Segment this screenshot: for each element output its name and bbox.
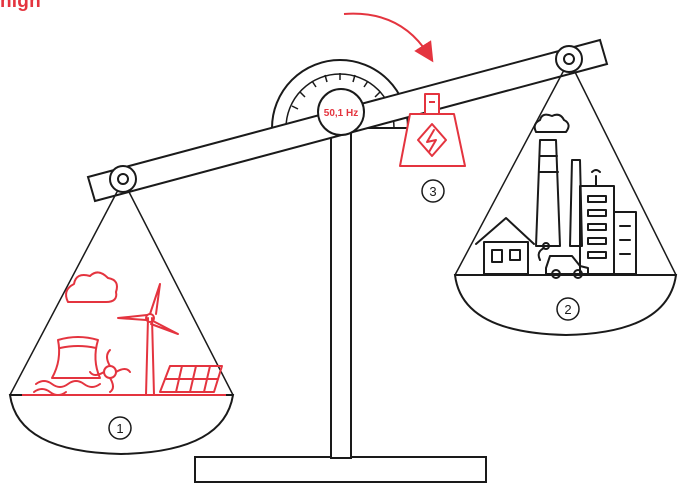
house-icon <box>476 218 534 274</box>
supply-marker-number: 1 <box>116 421 123 436</box>
demand-marker: 2 <box>557 298 579 320</box>
scale-base <box>195 457 486 482</box>
water-waves-icon <box>36 381 100 387</box>
weight-marker: 3 <box>422 180 444 202</box>
tilt-arrow-icon <box>344 14 428 54</box>
frequency-label: 50,1 Hz <box>324 108 358 119</box>
right-pivot <box>556 46 582 72</box>
scale-pillar <box>331 125 351 458</box>
smoke-icon <box>535 115 569 132</box>
heading-label: high <box>0 0 41 13</box>
demand-marker-number: 2 <box>564 302 571 317</box>
solar-panel-icon <box>160 366 222 392</box>
supply-marker: 1 <box>109 417 131 439</box>
cooling-tower-icon <box>52 337 100 378</box>
left-pivot <box>110 166 136 192</box>
supply-pan <box>10 190 233 454</box>
office-building-icon <box>580 170 636 274</box>
demand-pan <box>455 70 676 335</box>
weight-marker-number: 3 <box>429 184 436 199</box>
cloud-icon <box>66 272 117 302</box>
cooling-tower-detail <box>60 346 96 348</box>
